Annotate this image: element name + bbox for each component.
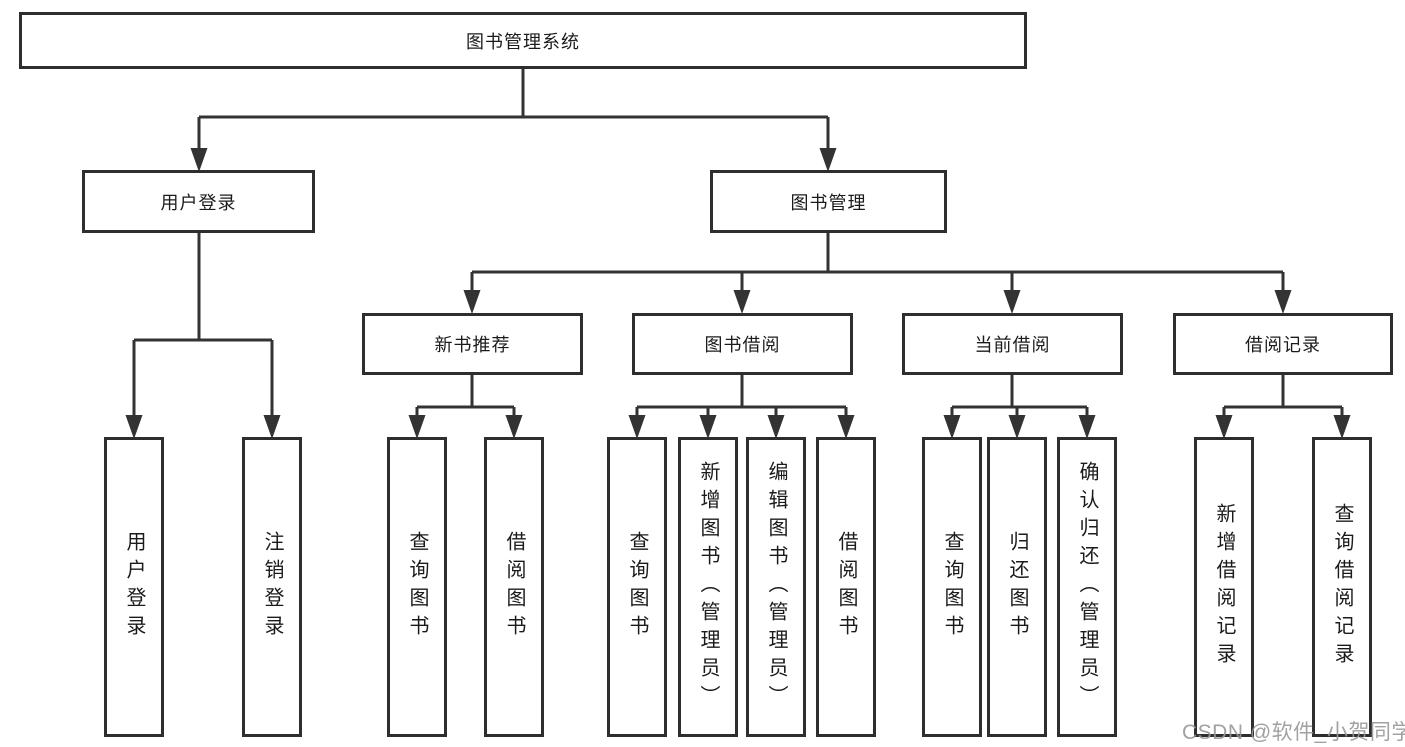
node-root-system: 图书管理系统 (19, 12, 1027, 69)
arrow-icon (505, 415, 523, 439)
arrow-icon (1274, 290, 1292, 314)
leaf-add-books-admin: 新增图书（管理员） (678, 437, 738, 737)
node-user-login-branch: 用户登录 (82, 170, 315, 233)
node-borrow-record: 借阅记录 (1173, 313, 1393, 375)
leaf-label: 新增图书（管理员） (697, 461, 719, 713)
node-current-borrow: 当前借阅 (902, 313, 1123, 375)
arrow-icon (125, 415, 143, 439)
arrow-icon (463, 290, 481, 314)
leaf-query-books-current: 查询图书 (922, 437, 982, 737)
arrow-icon (1333, 415, 1351, 439)
arrow-icon (263, 415, 281, 439)
connector-current-to-leaves (950, 375, 1089, 419)
node-label: 当前借阅 (974, 335, 1051, 355)
leaf-label: 新增借阅记录 (1213, 503, 1235, 671)
leaf-label: 编辑图书（管理员） (765, 461, 787, 713)
connector-record-to-leaves (1222, 375, 1344, 419)
node-label: 图书管理 (790, 192, 867, 213)
connector-root-to-level2 (197, 66, 830, 152)
leaf-label: 借阅图书 (503, 531, 525, 643)
arrow-icon (1008, 415, 1026, 439)
leaf-label: 确认归还（管理员） (1076, 461, 1098, 713)
node-label: 用户登录 (160, 192, 237, 213)
leaf-label: 查询图书 (406, 531, 428, 643)
leaf-add-borrow-record: 新增借阅记录 (1194, 437, 1254, 737)
leaf-user-login: 用户登录 (104, 437, 164, 737)
watermark: CSDN @软件_小贺同学 (1182, 721, 1405, 744)
connector-newbook-to-leaves (415, 375, 516, 419)
leaf-label: 用户登录 (123, 531, 145, 643)
node-label: 新书推荐 (434, 335, 511, 355)
node-label: 图书借阅 (704, 335, 781, 355)
arrow-icon (733, 290, 751, 314)
node-label: 借阅记录 (1245, 335, 1321, 355)
leaf-query-borrow-record: 查询借阅记录 (1312, 437, 1372, 737)
arrow-icon (699, 415, 717, 439)
arrow-icon (943, 415, 961, 439)
arrow-icon (1078, 415, 1096, 439)
leaf-edit-books-admin: 编辑图书（管理员） (746, 437, 806, 737)
arrow-icon (837, 415, 855, 439)
leaf-label: 注销登录 (261, 531, 283, 643)
leaf-borrow-books: 借阅图书 (816, 437, 876, 737)
leaf-borrow-books-recommend: 借阅图书 (484, 437, 544, 737)
arrow-icon (819, 148, 837, 172)
arrow-icon (190, 148, 208, 172)
node-book-borrow: 图书借阅 (632, 313, 853, 375)
arrow-icon (1215, 415, 1233, 439)
node-book-management-branch: 图书管理 (710, 170, 947, 233)
leaf-query-books-recommend: 查询图书 (387, 437, 447, 737)
arrowheads (125, 148, 1351, 439)
leaf-logout: 注销登录 (242, 437, 302, 737)
arrow-icon (628, 415, 646, 439)
leaf-label: 查询借阅记录 (1331, 503, 1353, 671)
connector-borrow-to-leaves (635, 375, 848, 419)
node-label: 图书管理系统 (466, 31, 580, 52)
node-new-book-recommend: 新书推荐 (362, 313, 583, 375)
leaf-return-books: 归还图书 (987, 437, 1047, 737)
connector-userlogin-to-leaves (132, 233, 274, 419)
connector-bookmgmt-to-level3 (470, 233, 1285, 294)
leaf-label: 查询图书 (941, 531, 963, 643)
leaf-label: 查询图书 (626, 531, 648, 643)
leaf-label: 借阅图书 (835, 531, 857, 643)
leaf-query-books-borrow: 查询图书 (607, 437, 667, 737)
arrow-icon (767, 415, 785, 439)
arrow-icon (408, 415, 426, 439)
arrow-icon (1003, 290, 1021, 314)
leaf-confirm-return-admin: 确认归还（管理员） (1057, 437, 1117, 737)
leaf-label: 归还图书 (1006, 531, 1028, 643)
